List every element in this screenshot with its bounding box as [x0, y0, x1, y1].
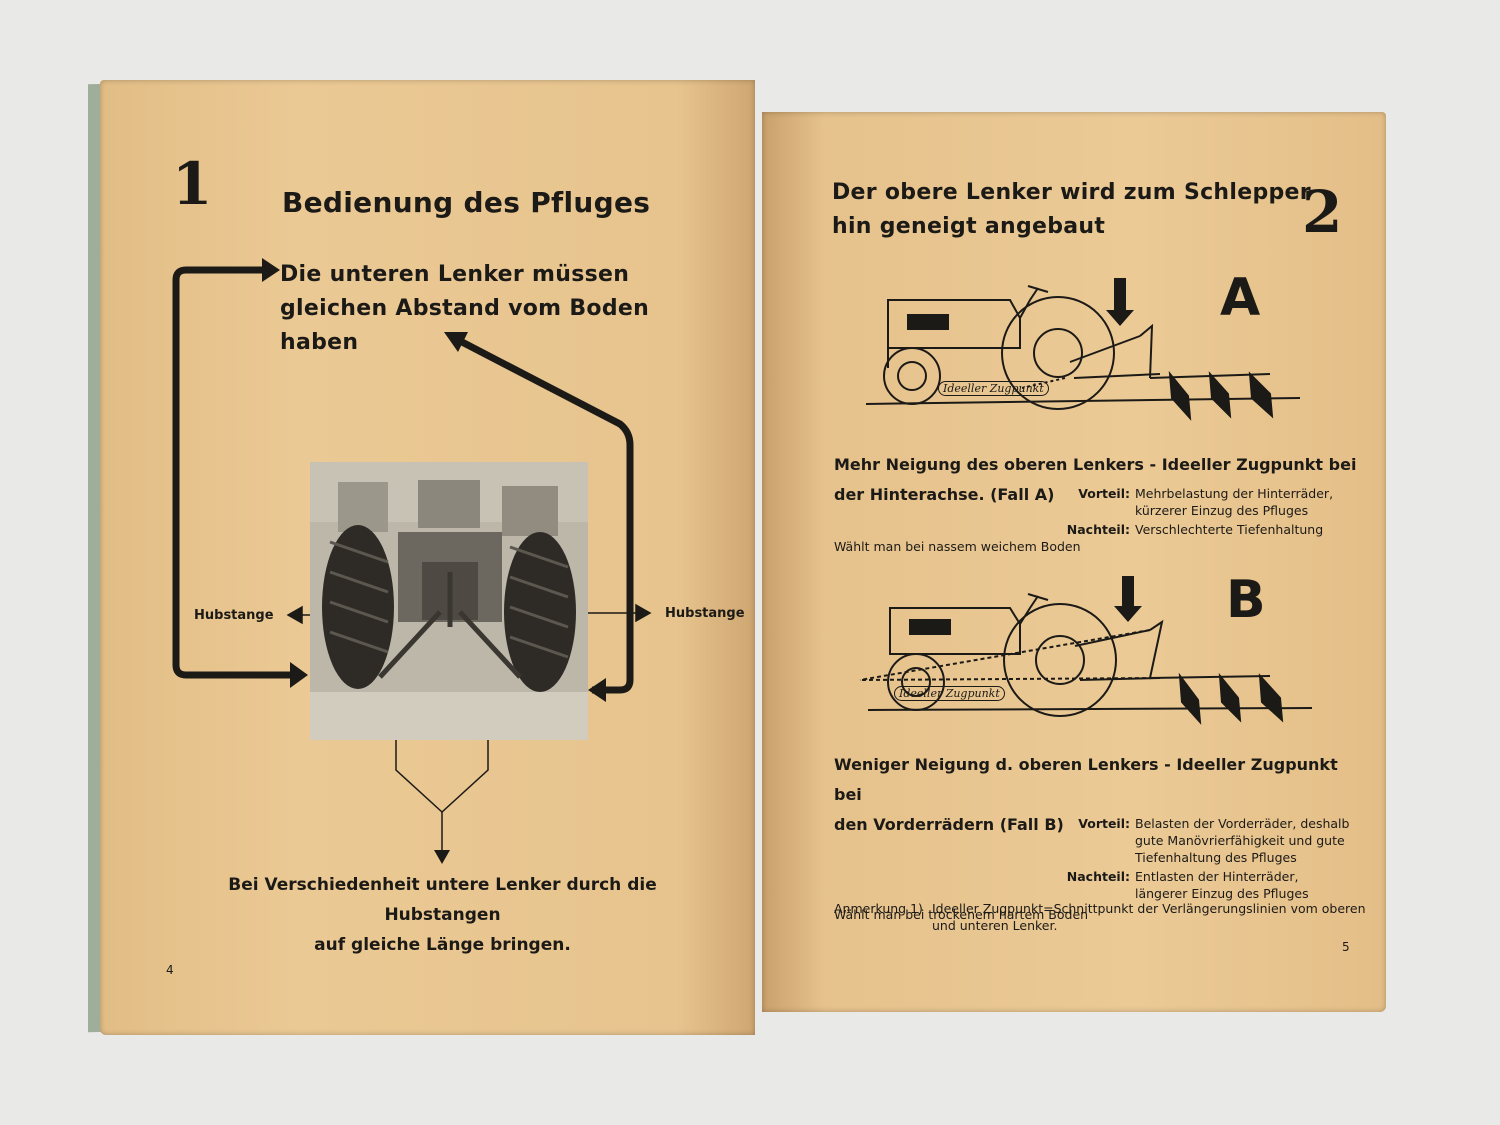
- tractor-rear-illustration: [310, 462, 588, 740]
- subtitle-line: Die unteren Lenker müssen: [280, 262, 630, 287]
- nachteil-label: Nachteil:: [1066, 522, 1130, 537]
- footnote-line: Ideeller Zugpunkt=Schnittpunkt der Verlä…: [932, 901, 1366, 916]
- tractor-diagram-b: [859, 576, 1313, 725]
- left-page-bottom-text: Bei Verschiedenheit untere Lenker durch …: [175, 870, 710, 960]
- case-a-text: Mehr Neigung des oberen Lenkers - Ideell…: [834, 450, 1364, 555]
- arrowhead-icon: [635, 603, 652, 623]
- hubstange-label-right: Hubstange: [665, 606, 745, 621]
- case-b-pros-cons: Vorteil: Belasten der Vorderräder, desha…: [1067, 810, 1350, 902]
- tractor-diagram-a: [865, 278, 1301, 421]
- nachteil-line: längerer Einzug des Pfluges: [1135, 886, 1309, 901]
- nachteil-line: Entlasten der Hinterräder,: [1135, 869, 1299, 884]
- arrowhead-icon: [444, 332, 468, 352]
- page-number-right: 5: [1342, 940, 1350, 954]
- case-b-note: Wählt man bei trockenem hartem Boden: [834, 907, 1089, 922]
- vorteil-line: Belasten der Vorderräder, deshalb: [1135, 816, 1350, 831]
- case-b-text: Weniger Neigung d. oberen Lenkers - Idee…: [834, 750, 1364, 923]
- footnote-label: Anmerkung 1): [834, 901, 923, 916]
- nachteil-line: Verschlechterte Tiefenhaltung: [1135, 522, 1324, 537]
- down-arrow-icon: [1114, 576, 1142, 622]
- title-line: Der obere Lenker wird zum Schlepper: [832, 180, 1311, 205]
- hubstange-label-left: Hubstange: [194, 608, 274, 623]
- case-letter-a: A: [1220, 268, 1261, 328]
- left-page-subtitle: Die unteren Lenker müssen gleichen Absta…: [280, 258, 649, 360]
- case-a-caption-line2: der Hinterachse. (Fall A): [834, 485, 1055, 504]
- subtitle-line: gleichen Abstand vom Boden: [280, 296, 650, 321]
- case-a-note: Wählt man bei nassem weichem Boden: [834, 539, 1081, 554]
- vorteil-line: gute Manövrierfähigkeit und gute: [1135, 833, 1345, 848]
- right-page: [762, 112, 1386, 1012]
- bottom-line: Bei Verschiedenheit untere Lenker durch …: [228, 875, 657, 925]
- arrowhead-icon: [434, 850, 450, 864]
- bottom-line: auf gleiche Länge bringen.: [314, 935, 571, 955]
- case-b-caption-line1: Weniger Neigung d. oberen Lenkers - Idee…: [834, 755, 1338, 804]
- tractor-rear-photo: [310, 462, 588, 740]
- nachteil-label: Nachteil:: [1066, 869, 1130, 884]
- subtitle-line: haben: [280, 330, 359, 355]
- title-line: hin geneigt angebaut: [832, 214, 1106, 239]
- arrowhead-icon: [286, 605, 303, 625]
- arrowhead-icon: [262, 258, 280, 282]
- left-bracket-arrow: [172, 266, 292, 679]
- vorteil-line: kürzerer Einzug des Pfluges: [1135, 503, 1309, 518]
- right-bracket-arrow: [460, 338, 634, 694]
- arrowhead-icon: [588, 678, 606, 702]
- case-b-caption-line2: den Vorderrädern (Fall B): [834, 815, 1064, 834]
- case-a-pros-cons: Vorteil: Mehrbelastung der Hinterräder, k…: [1067, 480, 1334, 538]
- vorteil-label: Vorteil:: [1078, 486, 1130, 501]
- left-page-title: Bedienung des Pfluges: [282, 186, 651, 219]
- right-page-title: Der obere Lenker wird zum Schlepper hin …: [832, 176, 1311, 244]
- page-number-left: 4: [166, 963, 174, 977]
- vorteil-label: Vorteil:: [1078, 816, 1130, 831]
- vorteil-line: Mehrbelastung der Hinterräder,: [1135, 486, 1334, 501]
- ideeller-zugpunkt-label-b: Ideeller Zugpunkt: [894, 686, 1005, 701]
- footnote: Anmerkung 1) Ideeller Zugpunkt=Schnittpu…: [834, 900, 1366, 934]
- section-number-1: 1: [172, 150, 213, 218]
- down-arrow-icon: [1106, 278, 1134, 326]
- vorteil-line: Tiefenhaltung des Pfluges: [1135, 850, 1297, 865]
- arrowhead-icon: [290, 662, 308, 688]
- case-a-caption-line1: Mehr Neigung des oberen Lenkers - Ideell…: [834, 455, 1357, 474]
- footnote-line: und unteren Lenker.: [932, 918, 1058, 933]
- case-letter-b: B: [1226, 570, 1266, 630]
- section-number-2: 2: [1302, 178, 1343, 246]
- ideeller-zugpunkt-label-a: Ideeller Zugpunkt: [938, 381, 1049, 396]
